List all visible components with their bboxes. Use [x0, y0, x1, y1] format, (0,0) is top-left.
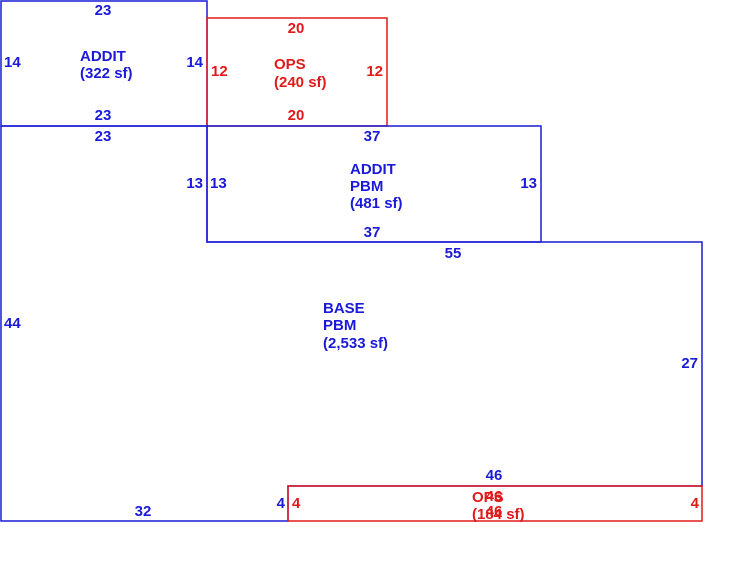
base-pbm-name-line-1: BASE	[323, 300, 365, 317]
base-pbm-dim-top-left: 23	[95, 128, 112, 145]
ops-bottom-dim-bottom: 46	[486, 503, 503, 520]
addit-pbm-name-line-1: ADDIT	[350, 161, 396, 178]
base-pbm-dim-top-right: 55	[445, 245, 462, 262]
addit-top-left-dim-right: 14	[186, 54, 203, 71]
ops-bottom-dim-left: 4	[292, 495, 301, 512]
ops-top-dim-bottom: 20	[288, 107, 305, 124]
base-pbm-area: (2,533 sf)	[323, 335, 388, 352]
addit-top-left-dim-top: 23	[95, 2, 112, 19]
ops-bottom-dim-top: 46	[486, 488, 503, 505]
addit-top-left-area: (322 sf)	[80, 65, 133, 82]
addit-pbm-dim-left: 13	[210, 175, 227, 192]
ops-top-name: OPS	[274, 56, 306, 73]
addit-pbm-dim-right: 13	[520, 175, 537, 192]
base-pbm-name-line-2: PBM	[323, 317, 356, 334]
base-pbm-dim-bottom: 32	[135, 503, 152, 520]
base-pbm-dim-notch-top: 46	[486, 467, 503, 484]
addit-pbm-dim-top: 37	[364, 128, 381, 145]
addit-pbm-area: (481 sf)	[350, 195, 403, 212]
base-pbm-dim-left-inner: 13	[186, 175, 203, 192]
ops-bottom-name: OPS	[472, 489, 504, 506]
addit-pbm-dim-bottom: 37	[364, 224, 381, 241]
ops-top-dim-top: 20	[288, 20, 305, 37]
ops-bottom-dim-right: 4	[691, 495, 700, 512]
ops-top-dim-left: 12	[211, 63, 228, 80]
addit-top-left-name: ADDIT	[80, 48, 126, 65]
base-pbm-dim-left: 44	[4, 315, 21, 332]
addit-top-left-dim-left: 14	[4, 54, 21, 71]
ops-top-dim-right: 12	[366, 63, 383, 80]
base-pbm-dim-notch-vertical: 4	[277, 495, 286, 512]
base-pbm-dim-right: 27	[681, 355, 698, 372]
addit-top-left-dim-bottom: 23	[95, 107, 112, 124]
ops-bottom-outline[interactable]	[287, 485, 703, 522]
ops-top-area: (240 sf)	[274, 74, 327, 91]
ops-bottom-area: (184 sf)	[472, 506, 525, 523]
addit-pbm-name-line-2: PBM	[350, 178, 383, 195]
